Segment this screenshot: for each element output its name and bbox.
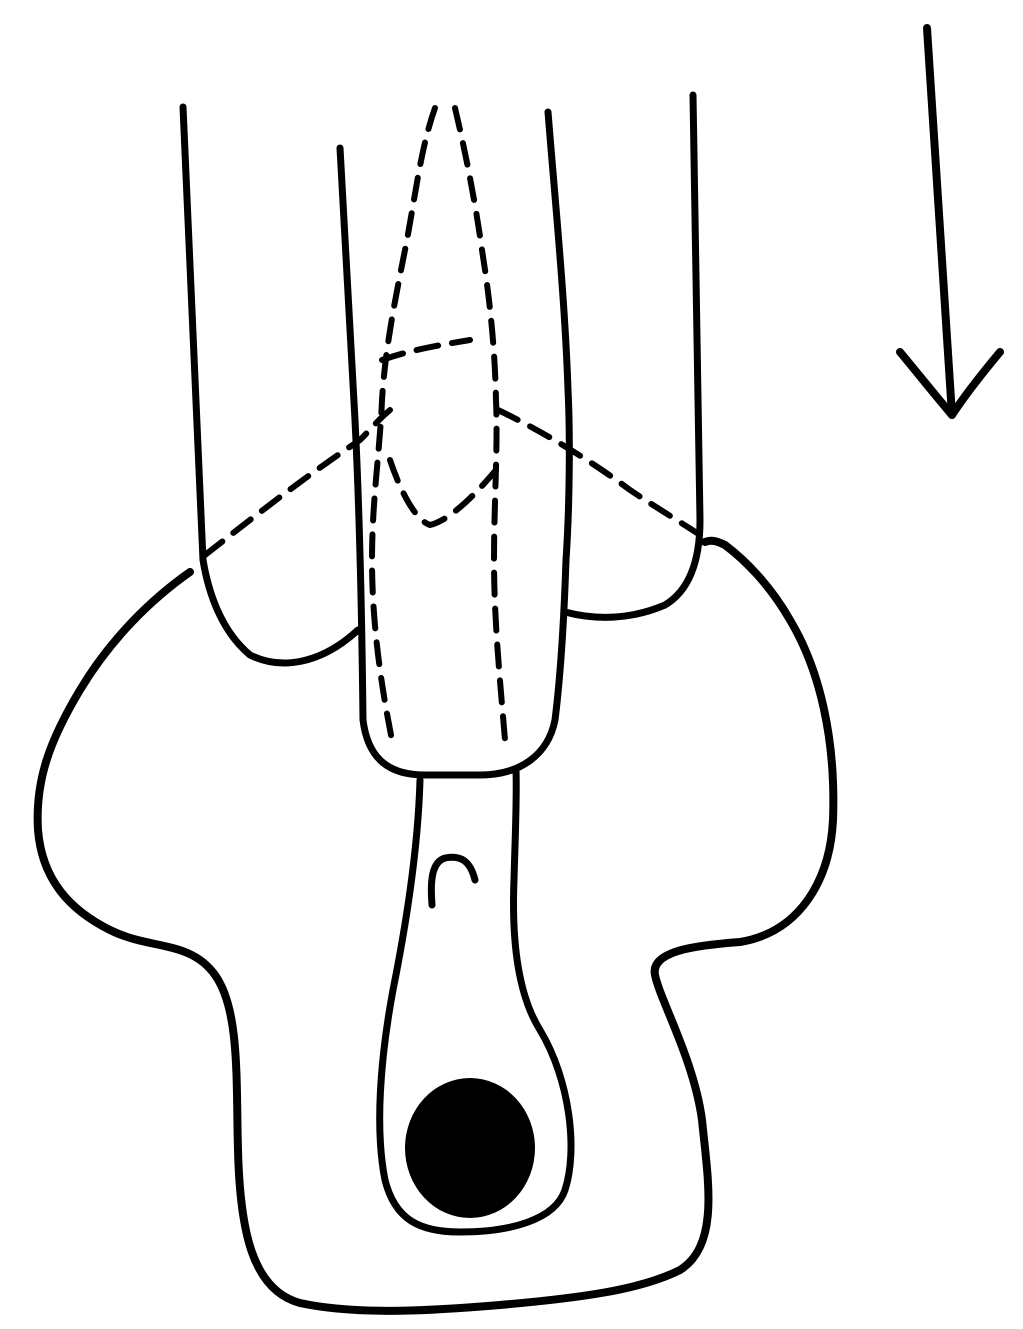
dashed-cone-cross [379,337,473,363]
dashed-cone-right [452,105,508,743]
nucleus [405,1078,535,1218]
outer-body-outline [33,536,838,1315]
dashed-cone-inner [387,457,499,528]
right-outer-limb [561,91,704,621]
dashed-cone-left [369,105,438,743]
down-arrow-icon [896,24,1004,419]
left-outer-limb [179,103,362,667]
stalk-tube [376,766,575,1236]
dashed-ligament-right [495,407,703,538]
r-mark [427,853,479,909]
dashed-ligament-left [202,407,393,558]
central-column [336,108,573,779]
